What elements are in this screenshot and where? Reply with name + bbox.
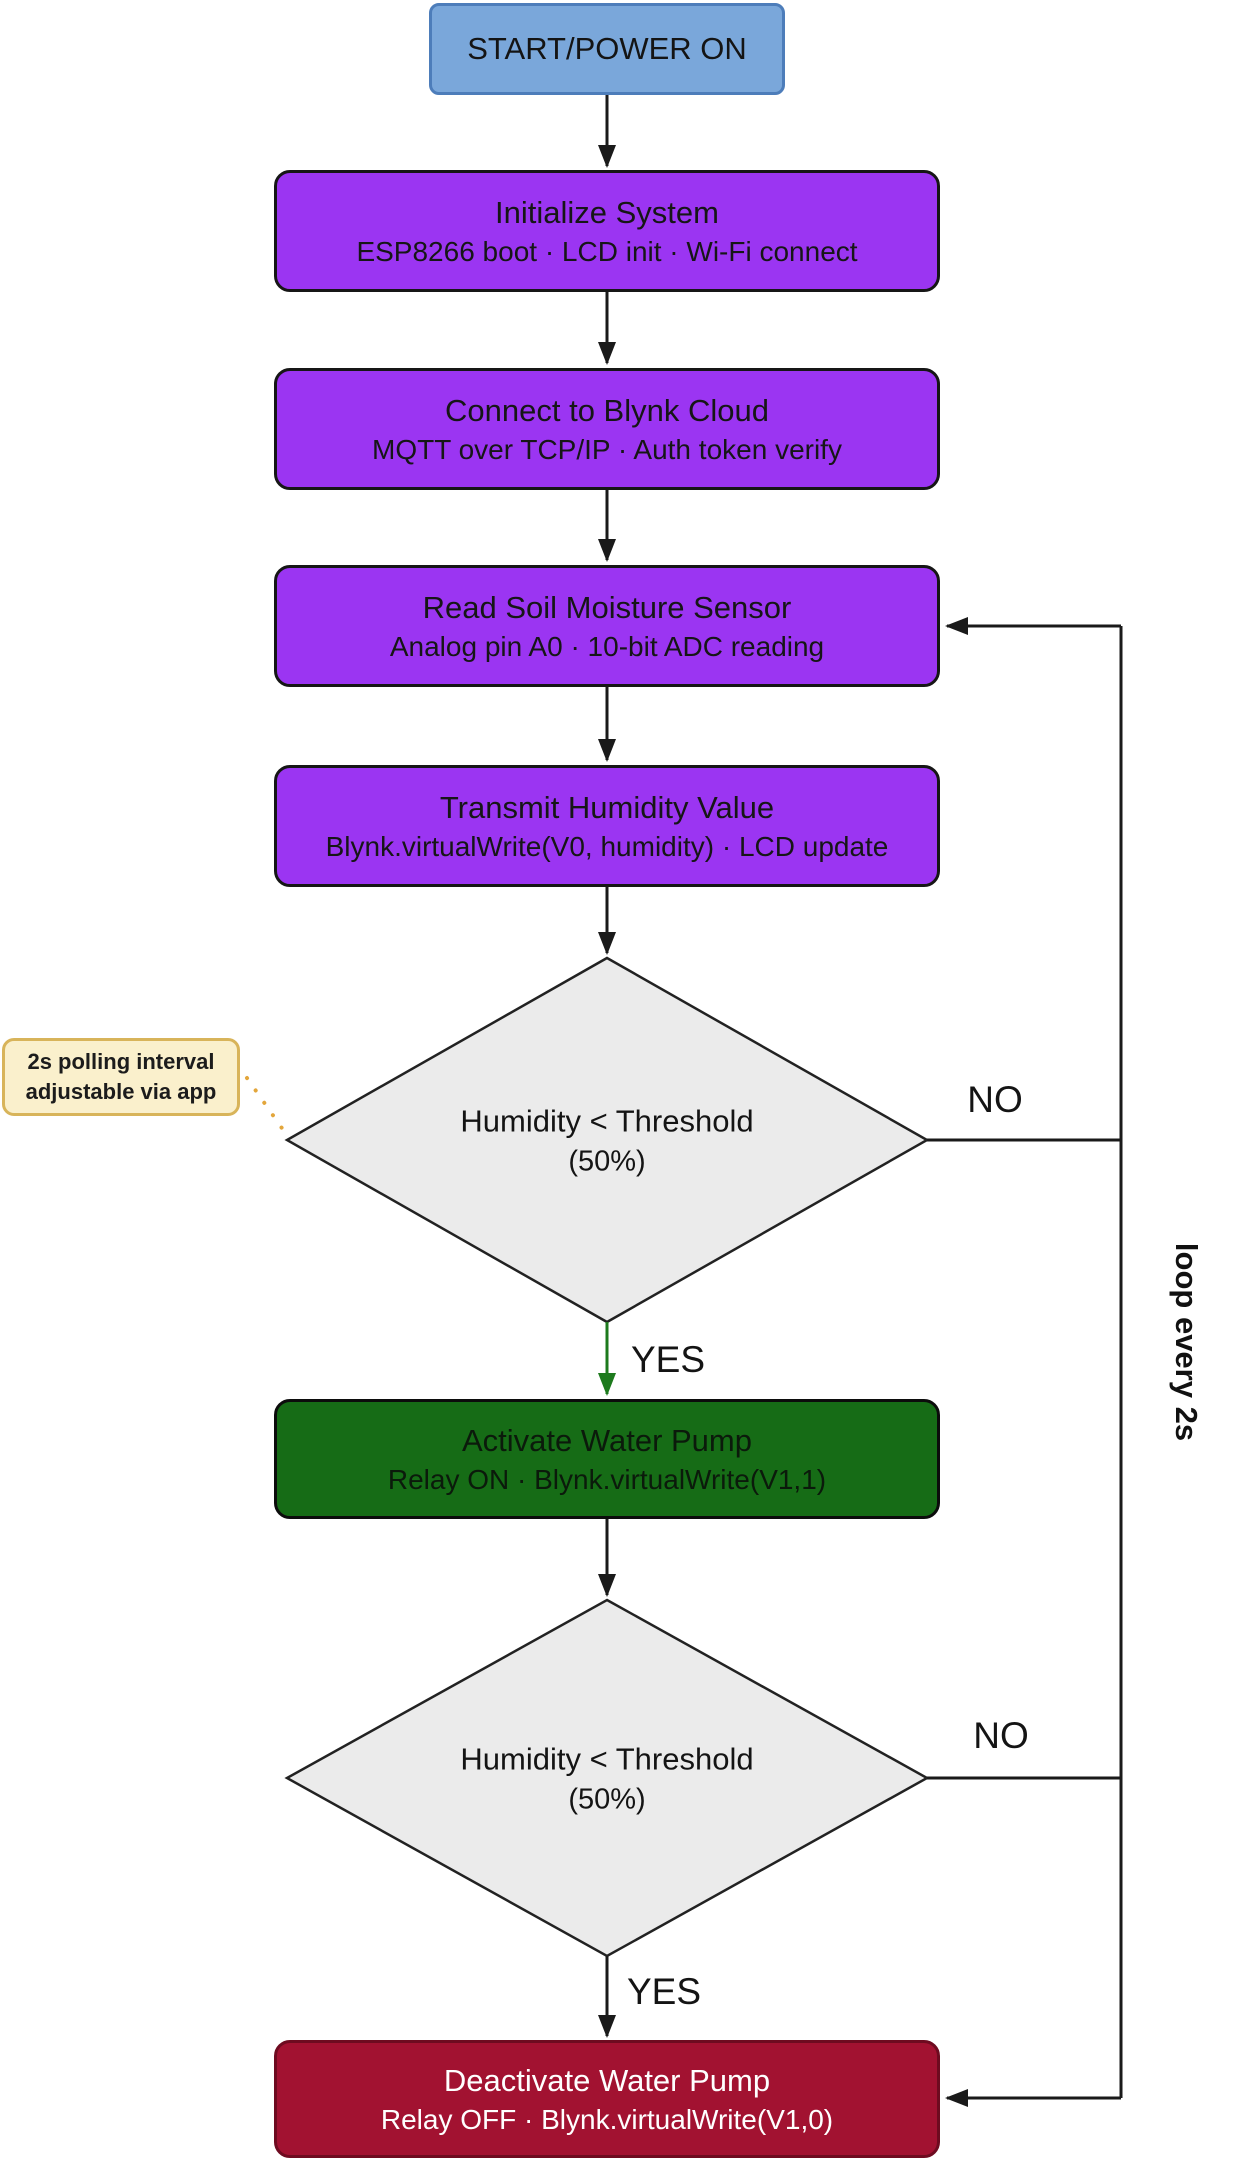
polling-note-line1: 2s polling interval bbox=[27, 1049, 215, 1075]
no1-edge-label: NO bbox=[967, 1079, 1023, 1120]
loop-every-2s-label: loop every 2s bbox=[1169, 1242, 1204, 1442]
start-node: START/POWER ON bbox=[429, 3, 785, 95]
initialize-system-node: Initialize System ESP8266 boot · LCD ini… bbox=[274, 170, 940, 292]
connect-blynk-node: Connect to Blynk Cloud MQTT over TCP/IP … bbox=[274, 368, 940, 490]
polling-note-line2: adjustable via app bbox=[25, 1079, 217, 1104]
yes1-edge-label: YES bbox=[630, 1339, 706, 1380]
no2-edge-label: NO bbox=[973, 1715, 1029, 1756]
activate-pump-subtitle: Relay ON · Blynk.virtualWrite(V1,1) bbox=[387, 1463, 827, 1495]
decision2-question: Humidity < Threshold bbox=[460, 1741, 754, 1777]
activate-pump-node: Activate Water Pump Relay ON · Blynk.vir… bbox=[274, 1399, 940, 1519]
decision1-threshold: (50%) bbox=[568, 1145, 646, 1178]
read-sensor-subtitle: Analog pin A0 · 10-bit ADC reading bbox=[389, 630, 825, 662]
deactivate-pump-subtitle: Relay OFF · Blynk.virtualWrite(V1,0) bbox=[380, 2103, 834, 2135]
transmit-humidity-title: Transmit Humidity Value bbox=[439, 789, 775, 825]
start-node-label: START/POWER ON bbox=[467, 31, 747, 66]
decision1-label: Humidity < Threshold (50%) bbox=[460, 1101, 753, 1182]
transmit-humidity-subtitle: Blynk.virtualWrite(V0, humidity) · LCD u… bbox=[325, 830, 889, 862]
note-connector-dotted bbox=[245, 1076, 288, 1136]
read-sensor-title: Read Soil Moisture Sensor bbox=[422, 589, 792, 625]
decision2-label: Humidity < Threshold (50%) bbox=[460, 1739, 753, 1820]
transmit-humidity-node: Transmit Humidity Value Blynk.virtualWri… bbox=[274, 765, 940, 887]
connect-blynk-title: Connect to Blynk Cloud bbox=[445, 392, 769, 428]
read-sensor-node: Read Soil Moisture Sensor Analog pin A0 … bbox=[274, 565, 940, 687]
initialize-system-subtitle: ESP8266 boot · LCD init · Wi-Fi connect bbox=[356, 235, 858, 267]
connect-blynk-subtitle: MQTT over TCP/IP · Auth token verify bbox=[372, 433, 842, 465]
decision2-threshold: (50%) bbox=[568, 1783, 646, 1816]
decision1-question: Humidity < Threshold bbox=[460, 1103, 754, 1139]
activate-pump-title: Activate Water Pump bbox=[461, 1422, 752, 1458]
deactivate-pump-node: Deactivate Water Pump Relay OFF · Blynk.… bbox=[274, 2040, 940, 2158]
deactivate-pump-title: Deactivate Water Pump bbox=[443, 2062, 771, 2098]
polling-note: 2s polling interval adjustable via app bbox=[2, 1038, 240, 1116]
initialize-system-title: Initialize System bbox=[495, 194, 719, 230]
yes2-edge-label: YES bbox=[626, 1971, 702, 2012]
